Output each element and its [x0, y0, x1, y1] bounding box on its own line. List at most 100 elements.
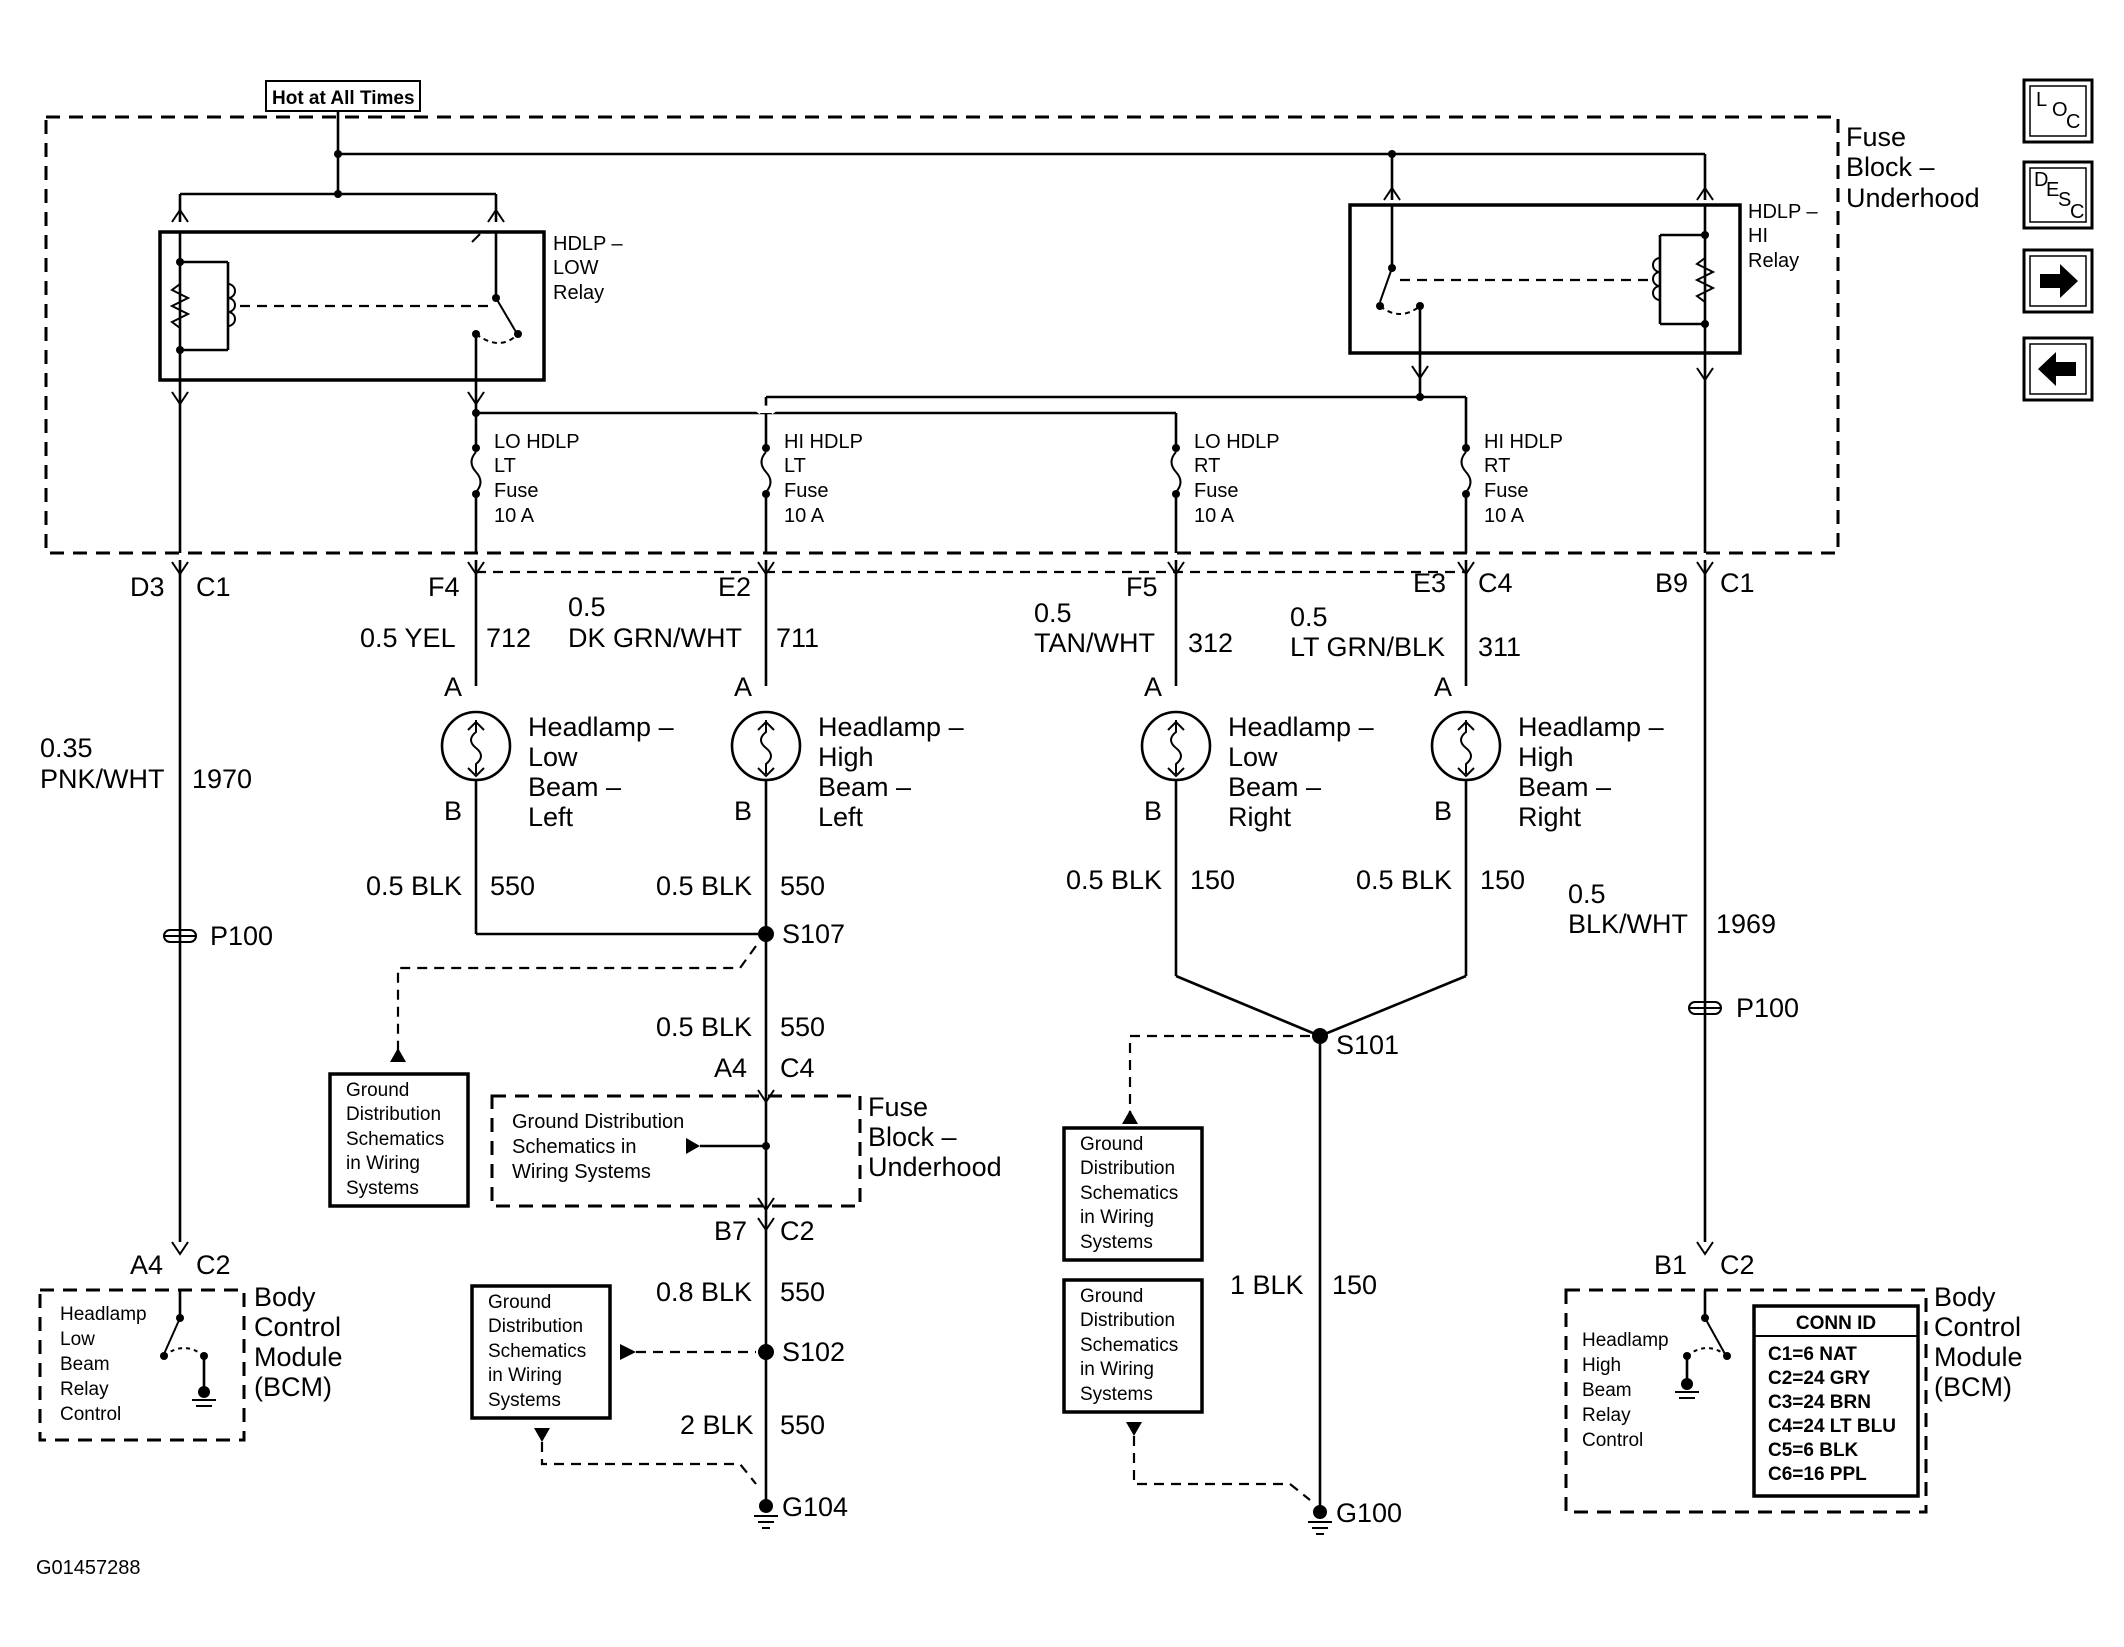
svg-text:Headlamp –: Headlamp –	[818, 712, 964, 742]
svg-text:S101: S101	[1336, 1030, 1399, 1060]
svg-text:P100: P100	[210, 921, 273, 951]
svg-text:Block –: Block –	[1846, 152, 1935, 182]
svg-text:1969: 1969	[1716, 909, 1776, 939]
svg-text:CONN ID: CONN ID	[1796, 1313, 1876, 1334]
svg-text:10 A: 10 A	[494, 505, 535, 527]
figure-id: G01457288	[36, 1557, 141, 1579]
svg-text:1970: 1970	[192, 764, 252, 794]
svg-text:F5: F5	[1126, 572, 1158, 602]
svg-text:Headlamp –: Headlamp –	[1228, 712, 1374, 742]
svg-text:C1: C1	[196, 572, 231, 602]
loc-button[interactable]: L O C	[2022, 78, 2094, 144]
svg-text:B7: B7	[714, 1216, 747, 1246]
svg-text:E2: E2	[718, 572, 751, 602]
fuse-block-underhood-mid: Ground Distribution Schematics in Wiring…	[490, 1092, 1002, 1212]
splice-s101: S101	[1122, 974, 1467, 1508]
headlamp-low-beam-right: A B Headlamp – Low Beam – Right	[1140, 672, 1374, 976]
bcm-left: A4 C2 Headlamp Low Beam Relay Control Bo…	[38, 1241, 343, 1442]
svg-text:0.5 BLK: 0.5 BLK	[1356, 865, 1452, 895]
svg-text:C2: C2	[196, 1250, 231, 1280]
hot-at-all-times-label: Hot at All Times	[265, 80, 421, 112]
svg-text:Fuse: Fuse	[494, 480, 538, 502]
svg-text:Distribution: Distribution	[1080, 1158, 1175, 1179]
svg-text:Right: Right	[1518, 802, 1582, 832]
svg-text:B9: B9	[1655, 568, 1688, 598]
svg-text:150: 150	[1332, 1270, 1377, 1300]
svg-text:Relay: Relay	[1582, 1405, 1631, 1426]
svg-text:550: 550	[780, 1410, 825, 1440]
fuse-block-underhood-top	[44, 115, 1840, 555]
svg-text:O: O	[2052, 99, 2068, 121]
ground-distribution-box-s101-a: Ground Distribution Schematics in Wiring…	[1062, 1126, 1204, 1262]
svg-text:RT: RT	[1194, 455, 1220, 477]
svg-text:A: A	[734, 672, 752, 702]
svg-text:Systems: Systems	[488, 1390, 561, 1411]
svg-text:550: 550	[780, 1012, 825, 1042]
svg-text:Right: Right	[1228, 802, 1292, 832]
next-arrow-button[interactable]	[2022, 248, 2094, 314]
svg-text:Body: Body	[254, 1282, 316, 1312]
svg-text:Schematics: Schematics	[1080, 1183, 1178, 1204]
svg-text:150: 150	[1480, 865, 1525, 895]
svg-text:C1=6 NAT: C1=6 NAT	[1768, 1344, 1857, 1365]
headlamp-high-beam-left: A B Headlamp – High Beam – Left	[730, 672, 964, 1508]
svg-text:C4: C4	[1478, 568, 1513, 598]
svg-text:Schematics: Schematics	[488, 1341, 586, 1362]
svg-text:Control: Control	[254, 1312, 341, 1342]
svg-text:Schematics: Schematics	[346, 1129, 444, 1150]
svg-text:Low: Low	[1228, 742, 1278, 772]
svg-text:Distribution: Distribution	[488, 1316, 583, 1337]
svg-text:(BCM): (BCM)	[254, 1372, 332, 1402]
connector-row-top	[171, 560, 1714, 1242]
svg-text:Distribution: Distribution	[1080, 1310, 1175, 1331]
svg-text:Relay: Relay	[60, 1379, 109, 1400]
main-feed-bus	[171, 111, 1714, 223]
fuse-lo-hdlp-lt	[470, 444, 482, 553]
svg-text:10 A: 10 A	[1484, 505, 1525, 527]
fuse-lo-hdlp-rt	[1170, 444, 1182, 553]
svg-text:Module: Module	[254, 1342, 343, 1372]
svg-text:HDLP –: HDLP –	[553, 233, 624, 255]
svg-text:C2=24 GRY: C2=24 GRY	[1768, 1368, 1871, 1389]
svg-text:150: 150	[1190, 865, 1235, 895]
svg-text:in Wiring: in Wiring	[1080, 1207, 1154, 1228]
svg-text:RT: RT	[1484, 455, 1510, 477]
mid-connector-a4-c4: A4 C4	[714, 1053, 815, 1104]
svg-text:Hot at All Times: Hot at All Times	[272, 88, 415, 109]
svg-text:Beam –: Beam –	[1228, 772, 1321, 802]
svg-text:10 A: 10 A	[1194, 505, 1235, 527]
splice-s107: S107	[390, 919, 845, 1062]
hdlp-hi-relay	[1348, 203, 1742, 355]
left-arrow-icon	[2038, 352, 2076, 386]
svg-text:Left: Left	[818, 802, 864, 832]
svg-text:DK GRN/WHT: DK GRN/WHT	[568, 623, 742, 653]
svg-text:A: A	[1144, 672, 1162, 702]
svg-text:Beam –: Beam –	[818, 772, 911, 802]
mid-connector-b7-c2: B7 C2	[714, 1216, 815, 1246]
svg-text:Ground Distribution: Ground Distribution	[512, 1111, 684, 1133]
svg-text:311: 311	[1478, 632, 1521, 662]
svg-text:LT: LT	[494, 455, 516, 477]
svg-text:Beam: Beam	[60, 1354, 110, 1375]
desc-button[interactable]: D E S C	[2022, 160, 2094, 230]
fuse-hi-hdlp-lt	[760, 444, 772, 553]
svg-text:712: 712	[486, 623, 531, 653]
svg-text:C4: C4	[780, 1053, 815, 1083]
ground-g100: G100	[1308, 1498, 1402, 1535]
svg-text:0.5 BLK: 0.5 BLK	[366, 871, 462, 901]
svg-text:LT GRN/BLK: LT GRN/BLK	[1290, 632, 1445, 662]
svg-text:0.5: 0.5	[1034, 598, 1072, 628]
svg-text:Relay: Relay	[553, 282, 604, 304]
svg-text:B: B	[734, 796, 752, 826]
svg-text:Headlamp: Headlamp	[1582, 1330, 1669, 1351]
hdlp-hi-relay-label: HDLP – HI Relay	[1748, 201, 1819, 272]
relay-output-bus	[171, 353, 1714, 553]
svg-text:Fuse: Fuse	[1194, 480, 1238, 502]
prev-arrow-button[interactable]	[2022, 336, 2094, 402]
svg-text:Beam –: Beam –	[528, 772, 621, 802]
svg-text:LT: LT	[784, 455, 806, 477]
svg-text:Control: Control	[60, 1404, 121, 1425]
svg-text:C: C	[2066, 111, 2080, 133]
svg-text:C: C	[2070, 201, 2084, 223]
